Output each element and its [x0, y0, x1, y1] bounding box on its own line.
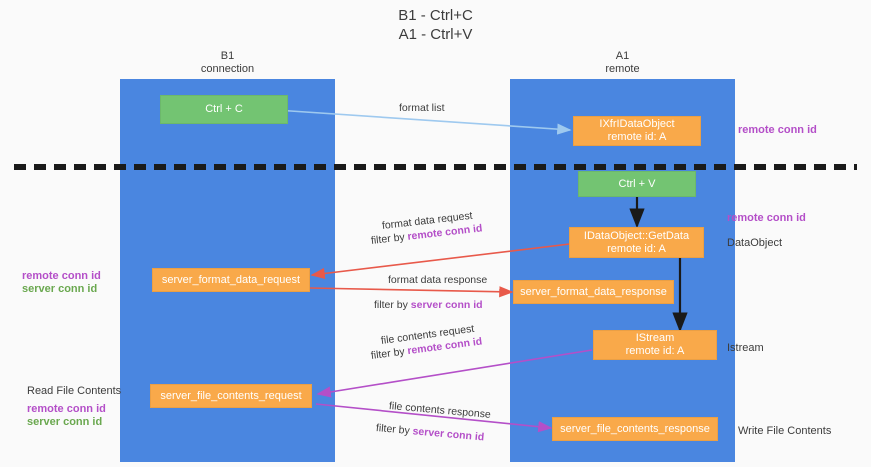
- phase-divider: [0, 157, 871, 170]
- node-server-file-contents-response[interactable]: server_file_contents_response: [552, 417, 718, 441]
- edge-label-format-data-response: format data response: [388, 274, 488, 286]
- diagram-title: B1 - Ctrl+C A1 - Ctrl+V: [398, 7, 473, 43]
- annotation-left-server-conn-id-bottom: server conn id: [27, 416, 103, 428]
- annotation-dataobject: DataObject: [727, 237, 783, 249]
- annotation-left-remote-conn-id-mid: remote conn id: [22, 270, 101, 282]
- node-ctrl-c[interactable]: Ctrl + C: [160, 95, 288, 124]
- edge-label-format-list: format list: [399, 102, 445, 114]
- node-ctrl-v[interactable]: Ctrl + V: [578, 171, 696, 197]
- annotation-remote-conn-id-top: remote conn id: [738, 124, 817, 136]
- node-server-format-data-response[interactable]: server_format_data_response: [513, 280, 674, 304]
- annotation-read-file-contents: Read File Contents: [27, 385, 122, 397]
- filter-prefix: filter by: [370, 230, 409, 247]
- node-server-format-data-request[interactable]: server_format_data_request: [152, 268, 310, 292]
- column-header-b1: B1 connection: [200, 50, 255, 75]
- column-header-a1: A1 remote: [605, 50, 640, 75]
- edge-label-file-contents-response-filter: filter by server conn id: [375, 421, 484, 444]
- edge-label-file-contents-response: file contents response: [388, 400, 492, 421]
- annotation-left-remote-conn-id-bottom: remote conn id: [27, 403, 106, 415]
- filter-prefix: filter by: [374, 299, 411, 311]
- annotation-remote-conn-id-mid: remote conn id: [727, 212, 806, 224]
- filter-prefix: filter by: [375, 422, 414, 438]
- annotation-write-file-contents: Write File Contents: [738, 425, 832, 437]
- filter-key-server-conn-id: server conn id: [412, 425, 485, 444]
- edge-label-format-data-response-filter: filter by server conn id: [374, 298, 483, 312]
- node-istream[interactable]: IStream remote id: A: [593, 330, 717, 360]
- filter-key-server-conn-id: server conn id: [410, 299, 483, 311]
- node-idataobject-getdata[interactable]: IDataObject::GetData remote id: A: [569, 227, 704, 258]
- filter-prefix: filter by: [370, 345, 409, 362]
- node-server-file-contents-request[interactable]: server_file_contents_request: [150, 384, 312, 408]
- node-idataobject[interactable]: IXfrIDataObject remote id: A: [573, 116, 701, 146]
- annotation-istream: Istream: [727, 342, 764, 354]
- annotation-left-server-conn-id-mid: server conn id: [22, 283, 98, 295]
